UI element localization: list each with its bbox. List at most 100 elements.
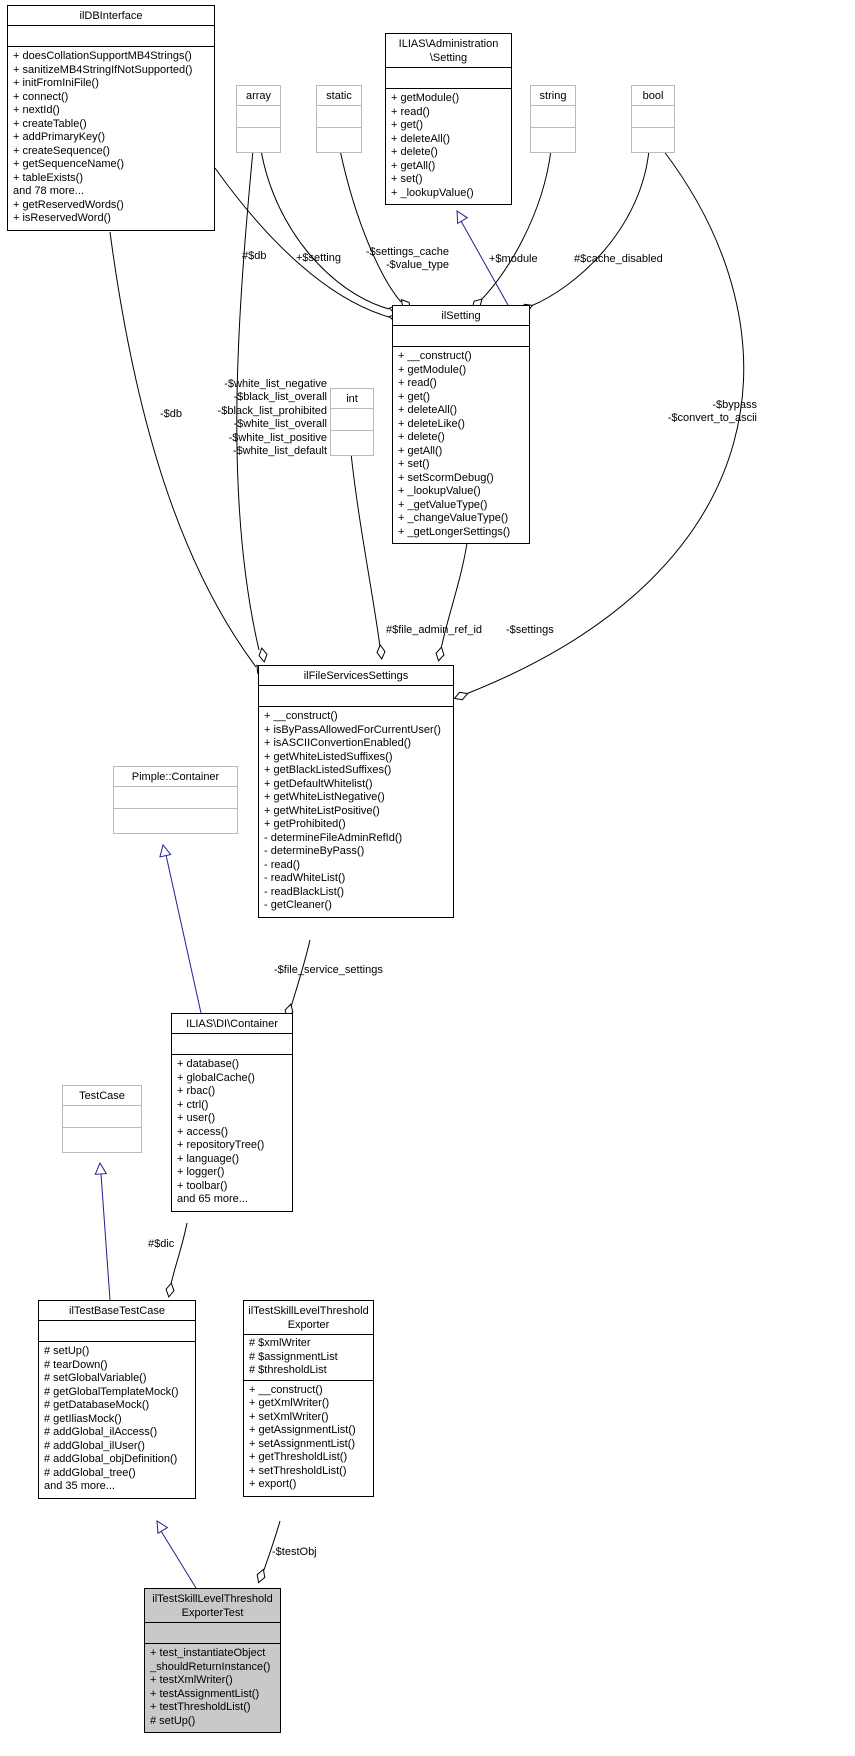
class-string: string (530, 85, 576, 153)
edge-label-setting: +$setting (296, 252, 341, 264)
text-line: + getXmlWriter() (249, 1397, 330, 1409)
text-line: ilTestSkillLevelThreshold (248, 1305, 369, 1317)
text-line: + logger() (177, 1166, 225, 1178)
class-attributes (114, 787, 237, 809)
class-methods: + database()+ globalCache()+ rbac()+ ctr… (172, 1055, 292, 1211)
edge-label-db: #$db (242, 250, 267, 262)
class-title: array (237, 86, 280, 106)
text-line: + setXmlWriter() (249, 1410, 329, 1423)
class-methods: + __construct()+ getXmlWriter()+ setXmlW… (244, 1381, 373, 1496)
text-line: # setUp() (44, 1345, 90, 1357)
text-line: -$white_list_negative (224, 378, 327, 390)
edge-bool-to-ilsetting (530, 149, 650, 307)
text-line: + connect() (13, 90, 69, 103)
text-line: + test_instantiateObject (150, 1647, 266, 1659)
text-line: # getGlobalTemplateMock() (44, 1385, 179, 1398)
text-line: # getIliasMock() (44, 1412, 122, 1425)
edge-ilsetting-to-filesettings (440, 534, 469, 650)
diamond-whitelists-member (258, 647, 268, 663)
arrow-extends-basetestcase (156, 1520, 169, 1535)
class-attributes (393, 326, 529, 347)
edge-filesettings-to-dicontainer (290, 939, 311, 1008)
class-attributes (531, 106, 575, 128)
class-attributes (259, 686, 453, 707)
class-methods: + __construct()+ isByPassAllowedForCurre… (259, 707, 453, 917)
class-iltestbasetestcase[interactable]: ilTestBaseTestCase # setUp()# tearDown()… (38, 1300, 196, 1499)
class-methods: + doesCollationSupportMB4Strings()+ sani… (8, 47, 214, 230)
class-methods: # setUp()# tearDown()# setGlobalVariable… (39, 1342, 195, 1498)
class-ilsetting[interactable]: ilSetting + __construct()+ getModule()+ … (392, 305, 530, 544)
text-line: static (326, 90, 352, 102)
class-testcase: TestCase (62, 1085, 142, 1153)
text-line: + testXmlWriter() (150, 1674, 233, 1686)
text-line: + database() (177, 1058, 240, 1070)
arrow-extends-pimple (159, 843, 172, 858)
edge-label-bypass: -$bypass-$convert_to_ascii (657, 399, 757, 426)
text-line: string (539, 90, 567, 102)
class-methods (63, 1128, 141, 1152)
class-methods (531, 128, 575, 152)
text-line: + deleteAll() (398, 404, 458, 416)
text-line: ilDBInterface (79, 10, 143, 22)
text-line: + getThresholdList() (249, 1451, 348, 1463)
edge-label-white-lists: -$white_list_negative-$black_list_overal… (212, 378, 327, 458)
text-line: -$black_list_prohibited (217, 404, 327, 417)
text-line: -$white_list_positive (228, 431, 327, 444)
edge-db-to-ilsetting (214, 167, 390, 318)
class-methods (114, 809, 237, 833)
text-line: + __construct() (264, 710, 338, 722)
class-title: static (317, 86, 361, 106)
edge-label-file-admin-ref-id: #$file_admin_ref_id (386, 624, 483, 636)
text-line: + getAssignmentList() (249, 1424, 356, 1436)
class-methods: + __construct()+ getModule()+ read()+ ge… (393, 347, 529, 543)
text-line: array (245, 90, 272, 102)
text-line: + deleteLike() (398, 417, 465, 430)
text-line: + nextId() (13, 104, 60, 116)
text-line: + isReservedWord() (13, 212, 111, 224)
edge-label-test-obj: -$testObj (272, 1546, 317, 1558)
arrow-extends-testcase (94, 1161, 108, 1175)
text-line: + tableExists() (13, 171, 83, 184)
class-ilfileservicessettings[interactable]: ilFileServicesSettings + __construct()+ … (258, 665, 454, 918)
edge-dicontainer-to-basetestcase (170, 1222, 188, 1285)
edge-static-to-ilsetting (339, 149, 402, 303)
diamond-file-admin-ref-id-member (376, 644, 386, 660)
text-line: + __construct() (249, 1383, 323, 1396)
text-line: + initFromIniFile() (13, 77, 99, 89)
text-line: + access() (177, 1125, 229, 1138)
text-line: - determineFileAdminRefId() (264, 831, 403, 844)
text-line: # $thresholdList (249, 1364, 327, 1376)
class-attributes (145, 1623, 280, 1644)
text-line: # getDatabaseMock() (44, 1399, 150, 1411)
text-line: - determineByPass() (264, 845, 365, 857)
text-line: + repositoryTree() (177, 1139, 265, 1151)
text-line: # addGlobal_ilUser() (44, 1439, 145, 1452)
text-line: + getWhiteListedSuffixes() (264, 750, 393, 763)
class-title: Pimple::Container (114, 767, 237, 787)
text-line: ilFileServicesSettings (303, 670, 409, 682)
class-ildbinterface[interactable]: ilDBInterface + doesCollationSupportMB4S… (7, 5, 215, 231)
text-line: -$value_type (386, 259, 449, 272)
class-title: TestCase (63, 1086, 141, 1106)
text-line: + doesCollationSupportMB4Strings() (13, 50, 192, 62)
text-line: \Setting (429, 52, 468, 64)
class-ilias-di-container[interactable]: ILIAS\DI\Container + database()+ globalC… (171, 1013, 293, 1212)
edge-basetestcase-extends-testcase (100, 1173, 111, 1301)
text-line: + addPrimaryKey() (13, 131, 106, 143)
class-ilias-administration-setting[interactable]: ILIAS\Administration\Setting + getModule… (385, 33, 512, 205)
text-line: # addGlobal_ilAccess() (44, 1426, 158, 1438)
class-title: ilFileServicesSettings (259, 666, 453, 686)
text-line: - getCleaner() (264, 899, 332, 911)
diamond-bypass-member (453, 691, 469, 701)
text-line: + read() (398, 377, 437, 389)
text-line: + _changeValueType() (398, 512, 509, 524)
class-title: ILIAS\DI\Container (172, 1014, 292, 1034)
text-line: + setAssignmentList() (249, 1437, 356, 1450)
text-line: + getAll() (391, 159, 436, 172)
text-line: and 78 more... (13, 185, 84, 197)
diamond-dic-member (165, 1282, 175, 1298)
edge-label-settings: -$settings (506, 624, 554, 636)
